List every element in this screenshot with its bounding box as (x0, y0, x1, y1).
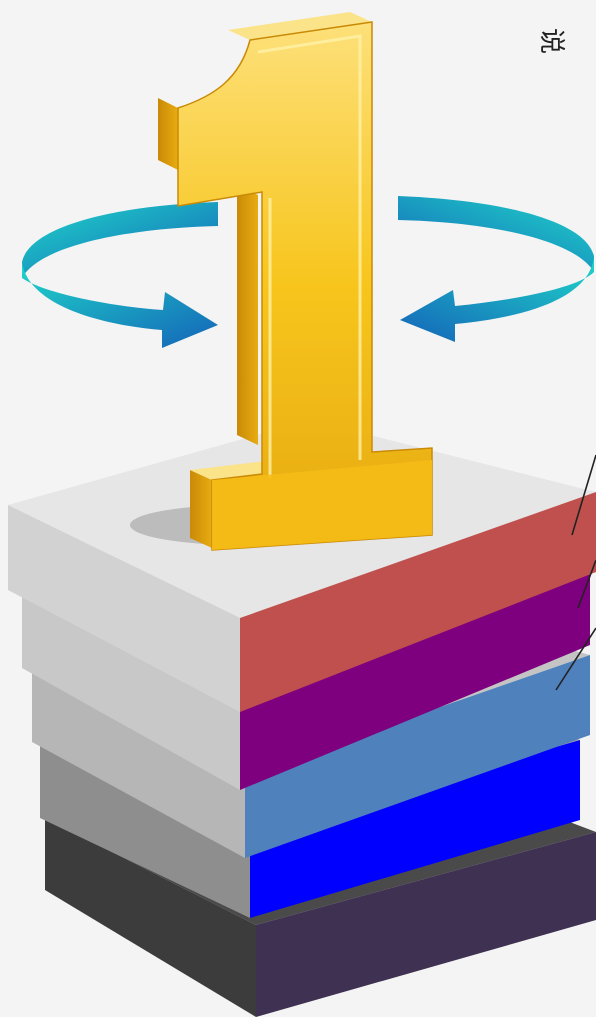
arrow-front-right (400, 256, 594, 342)
numeral-flag-side (158, 98, 178, 170)
arrow-back-right (398, 196, 594, 272)
arrow-front-left (22, 262, 218, 348)
numeral-one-icon (158, 12, 432, 550)
arrow-back-left (22, 202, 218, 278)
numeral-base-side (190, 470, 212, 548)
numeral-stem-side (237, 185, 258, 445)
corner-glyph: 说 (535, 28, 572, 54)
